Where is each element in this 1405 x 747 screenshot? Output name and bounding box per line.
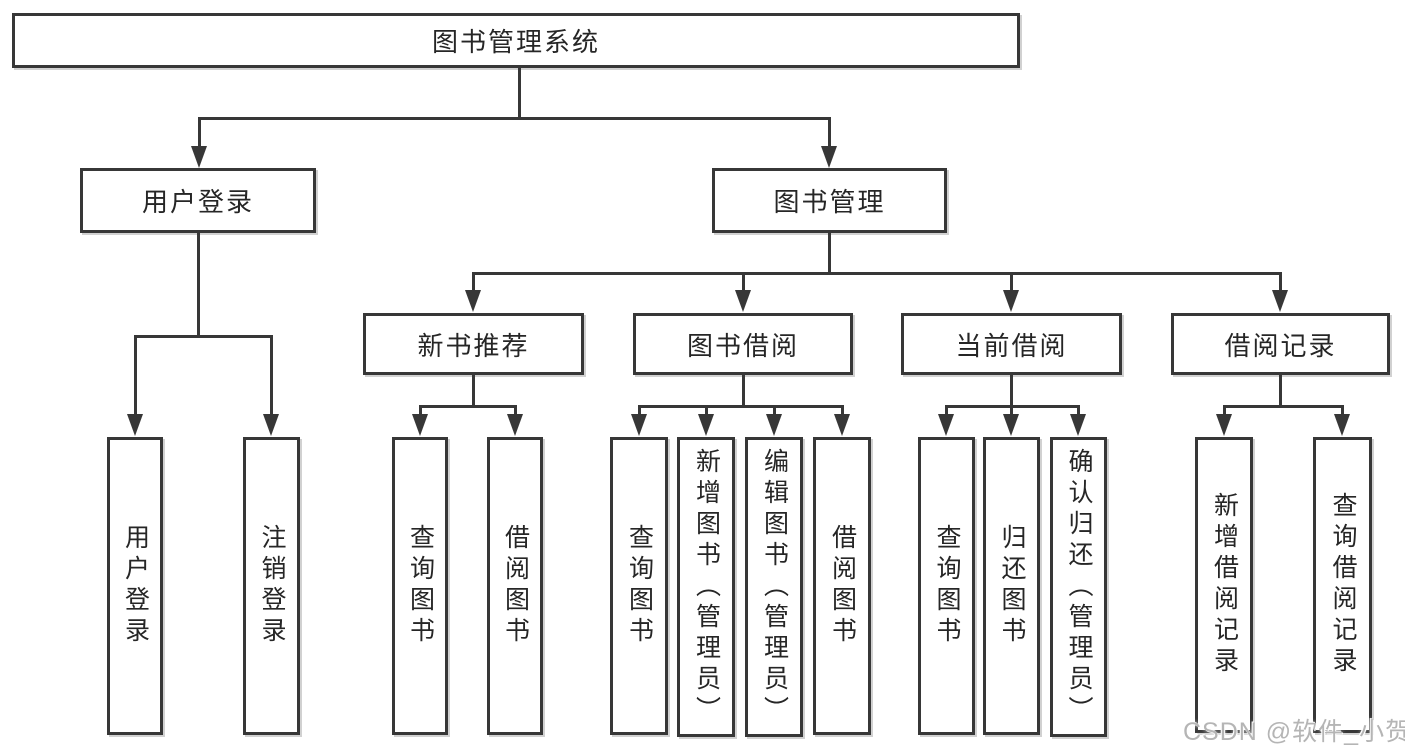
arrow-shaft — [637, 404, 641, 417]
arrow-down-icon — [191, 146, 207, 168]
arrow-shaft — [513, 404, 517, 417]
arrow-down-icon — [1272, 290, 1288, 312]
node-leaf-confirm-return: 确认归还（管理员） — [1050, 437, 1107, 737]
arrow-shaft — [944, 404, 948, 417]
node-root: 图书管理系统 — [12, 13, 1020, 68]
node-label-borrowing-records: 借阅记录 — [1224, 330, 1337, 361]
node-leaf-borrow-books-1: 借阅图书 — [487, 437, 543, 735]
watermark: CSDN @软件_小贺同学 — [1183, 718, 1405, 746]
node-leaf-query-books-1: 查询图书 — [392, 437, 448, 735]
node-label-leaf-query-borrow-record: 查询借阅记录 — [1329, 492, 1357, 678]
node-book-borrowing: 图书借阅 — [633, 313, 853, 375]
arrow-down-icon — [631, 414, 647, 436]
connector-stub — [741, 375, 745, 406]
node-label-book-borrowing: 图书借阅 — [686, 330, 799, 361]
node-leaf-add-books: 新增图书（管理员） — [677, 437, 735, 737]
arrow-down-icon — [1003, 290, 1019, 312]
connector-rail — [637, 404, 844, 408]
arrow-shaft — [1278, 271, 1282, 293]
node-leaf-query-books-3: 查询图书 — [918, 437, 975, 735]
arrow-shaft — [840, 404, 844, 417]
node-book-management: 图书管理 — [712, 168, 947, 233]
node-leaf-query-books-2: 查询图书 — [610, 437, 668, 735]
connector-stub — [196, 233, 200, 336]
node-label-current-borrowing: 当前借阅 — [955, 330, 1068, 361]
node-label-leaf-return-books: 归还图书 — [998, 524, 1026, 648]
arrow-down-icon — [1334, 414, 1350, 436]
node-label-leaf-confirm-return: 确认归还（管理员） — [1065, 447, 1093, 727]
arrow-down-icon — [821, 146, 837, 168]
node-label-leaf-logout: 注销登录 — [258, 524, 286, 648]
node-label-leaf-borrow-books-2: 借阅图书 — [828, 524, 857, 648]
arrow-shaft — [471, 271, 475, 293]
arrow-down-icon — [735, 290, 751, 312]
arrow-down-icon — [1003, 414, 1019, 436]
connector-rail — [133, 334, 273, 338]
arrow-shaft — [418, 404, 422, 417]
node-label-leaf-edit-books: 编辑图书（管理员） — [760, 447, 789, 727]
node-leaf-add-borrow-record: 新增借阅记录 — [1195, 437, 1253, 733]
connector-stub — [827, 233, 831, 273]
arrow-shaft — [269, 334, 273, 417]
arrow-shaft — [1009, 271, 1013, 293]
node-label-book-management: 图书管理 — [773, 187, 886, 217]
arrow-shaft — [1222, 404, 1226, 417]
arrow-shaft — [1009, 404, 1013, 417]
node-leaf-edit-books: 编辑图书（管理员） — [745, 437, 803, 737]
arrow-down-icon — [1216, 414, 1232, 436]
arrow-down-icon — [834, 414, 850, 436]
node-leaf-query-borrow-record: 查询借阅记录 — [1313, 437, 1372, 733]
arrow-shaft — [1340, 404, 1344, 417]
node-new-book-recommend: 新书推荐 — [363, 313, 584, 375]
arrow-shaft — [704, 404, 708, 417]
arrow-down-icon — [938, 414, 954, 436]
arrow-down-icon — [507, 414, 523, 436]
node-label-leaf-user-login: 用户登录 — [121, 524, 150, 648]
node-label-leaf-add-books: 新增图书（管理员） — [692, 447, 721, 727]
arrow-shaft — [741, 271, 745, 293]
arrow-shaft — [197, 116, 201, 149]
arrow-down-icon — [698, 414, 714, 436]
arrow-shaft — [133, 334, 137, 417]
node-leaf-return-books: 归还图书 — [983, 437, 1040, 735]
node-leaf-user-login: 用户登录 — [107, 437, 163, 735]
node-leaf-borrow-books-2: 借阅图书 — [813, 437, 871, 735]
node-user-login: 用户登录 — [80, 168, 316, 233]
arrow-shaft — [772, 404, 776, 417]
arrow-shaft — [827, 116, 831, 149]
node-leaf-logout: 注销登录 — [243, 437, 300, 735]
arrow-down-icon — [1070, 414, 1086, 436]
node-label-leaf-borrow-books-1: 借阅图书 — [501, 524, 530, 648]
arrow-down-icon — [263, 414, 279, 436]
node-label-root: 图书管理系统 — [431, 27, 600, 57]
arrow-down-icon — [465, 290, 481, 312]
connector-rail — [197, 116, 831, 120]
node-current-borrowing: 当前借阅 — [901, 313, 1122, 375]
connector-stub — [1278, 375, 1282, 406]
connector-stub — [471, 375, 475, 406]
node-borrowing-records: 借阅记录 — [1171, 313, 1390, 375]
arrow-down-icon — [766, 414, 782, 436]
node-label-leaf-query-books-3: 查询图书 — [933, 524, 961, 648]
connector-rail — [1222, 404, 1344, 408]
connector-stub — [517, 68, 521, 118]
node-label-leaf-add-borrow-record: 新增借阅记录 — [1210, 492, 1239, 678]
arrow-down-icon — [412, 414, 428, 436]
node-label-leaf-query-books-1: 查询图书 — [406, 524, 435, 648]
arrow-down-icon — [127, 414, 143, 436]
connector-rail — [471, 271, 1282, 275]
node-label-new-book-recommend: 新书推荐 — [417, 330, 530, 361]
arrow-shaft — [1076, 404, 1080, 417]
connector-rail — [418, 404, 517, 408]
connector-stub — [1009, 375, 1013, 406]
node-label-user-login: 用户登录 — [141, 187, 254, 217]
node-label-leaf-query-books-2: 查询图书 — [625, 524, 654, 648]
